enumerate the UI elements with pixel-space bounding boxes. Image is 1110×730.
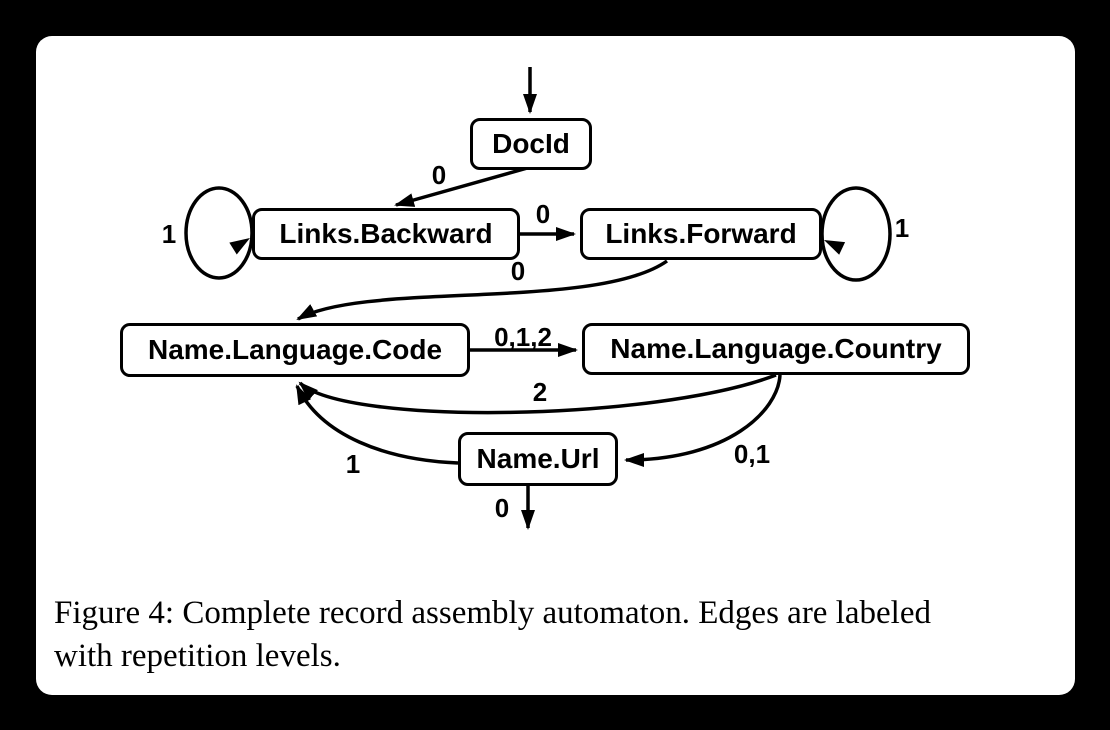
self-loop-links-backward-arrowhead xyxy=(229,238,250,255)
edge-label-backward-to-forward: 0 xyxy=(536,199,550,229)
edge-country-to-code xyxy=(298,373,777,415)
edge-label-forward-self-loop: 1 xyxy=(895,213,909,243)
edge-label-country-to-code: 2 xyxy=(533,377,547,407)
edge-label-code-to-country: 0,1,2 xyxy=(494,322,552,352)
figure-panel: 0 1 0 1 0 0,1,2 2 0,1 1 0 DocId Links.Ba… xyxy=(36,36,1075,695)
state-name-url: Name.Url xyxy=(458,432,618,486)
edge-label-url-to-end: 0 xyxy=(495,493,509,523)
edge-label-country-to-url: 0,1 xyxy=(734,439,770,469)
state-name-language-code: Name.Language.Code xyxy=(120,323,470,377)
edge-country-to-url xyxy=(624,374,782,467)
edge-paths xyxy=(184,67,892,530)
state-links-backward: Links.Backward xyxy=(252,208,520,260)
edge-docid-to-links-backward xyxy=(394,165,532,207)
state-links-forward: Links.Forward xyxy=(580,208,822,260)
edge-url-to-code xyxy=(295,384,459,465)
state-docid: DocId xyxy=(470,118,592,170)
figure-caption: Figure 4: Complete record assembly autom… xyxy=(54,592,1066,678)
state-name-language-country: Name.Language.Country xyxy=(582,323,970,375)
edge-links-forward-to-code xyxy=(296,259,669,321)
self-loop-links-forward-arrowhead xyxy=(824,240,846,255)
edge-labels: 0 1 0 1 0 0,1,2 2 0,1 1 0 xyxy=(162,160,909,523)
edge-label-docid-to-backward: 0 xyxy=(432,160,446,190)
figure-caption-line-2: with repetition levels. xyxy=(54,638,341,674)
figure-caption-line-1: Figure 4: Complete record assembly autom… xyxy=(54,595,931,631)
edge-label-url-to-code: 1 xyxy=(346,449,360,479)
self-loop-links-forward xyxy=(820,186,892,282)
edge-label-backward-self-loop: 1 xyxy=(162,219,176,249)
self-loop-links-backward xyxy=(184,186,254,280)
automaton-diagram: 0 1 0 1 0 0,1,2 2 0,1 1 0 xyxy=(162,67,909,530)
edge-label-forward-to-code: 0 xyxy=(511,256,525,286)
